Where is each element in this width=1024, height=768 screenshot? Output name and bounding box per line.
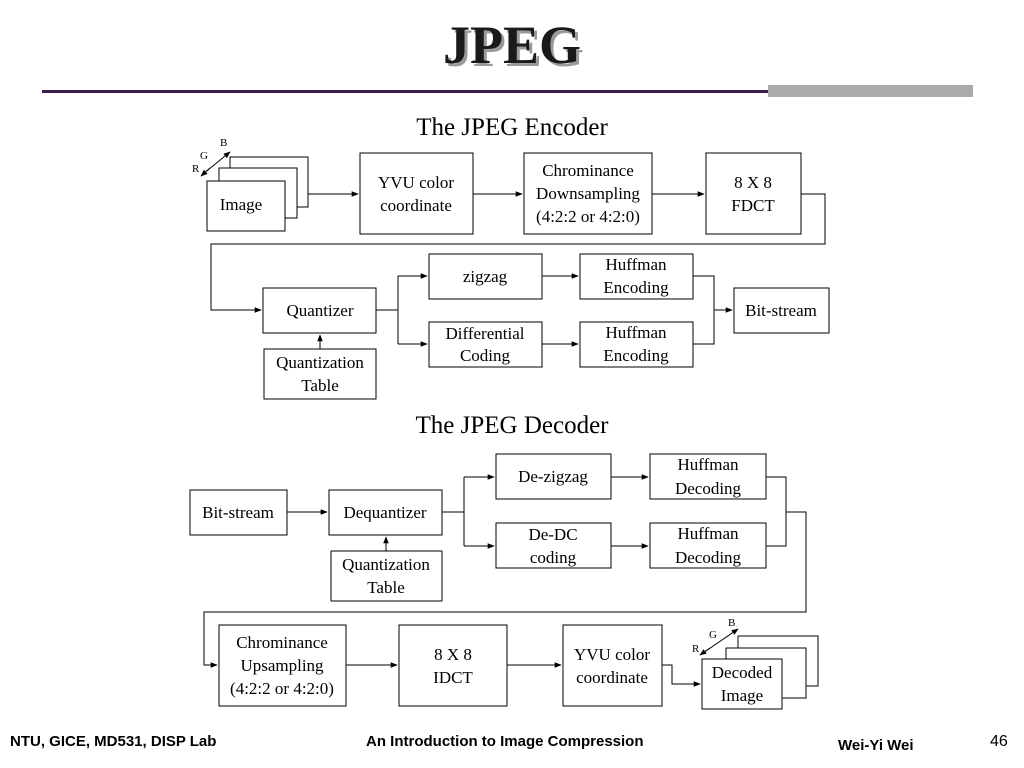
decoder-yvu-box bbox=[562, 624, 663, 707]
encoder-yvu-line1: YVU color bbox=[378, 173, 454, 192]
decoder-chroma-line3: (4:2:2 or 4:2:0) bbox=[230, 679, 334, 698]
encoder-huffman2-line2: Encoding bbox=[603, 346, 669, 365]
decoder-qtable-line1: Quantization bbox=[342, 555, 430, 574]
decoder-qtable-line2: Table bbox=[367, 578, 405, 597]
encoder-huffman2-line1: Huffman bbox=[605, 323, 667, 342]
encoder-differential-line1: Differential bbox=[446, 324, 525, 343]
decoder-yvu-line1: YVU color bbox=[574, 645, 650, 664]
title-accent-bar bbox=[768, 85, 973, 97]
encoder-zigzag-label: zigzag bbox=[463, 267, 508, 286]
decoder-huffman1-line1: Huffman bbox=[677, 455, 739, 474]
decoder-idct-line1: 8 X 8 bbox=[434, 645, 472, 664]
decoder-idct-box bbox=[398, 624, 508, 707]
encoder-fdct-line2: FDCT bbox=[731, 196, 775, 215]
decoder-dedc-box bbox=[495, 522, 612, 569]
arrow-huffman-to-upsampling bbox=[203, 511, 807, 668]
decoder-chroma-line1: Chrominance bbox=[236, 633, 328, 652]
decoder-decoded-line2: Image bbox=[721, 686, 763, 705]
decoder-bitstream-label: Bit-stream bbox=[202, 503, 274, 522]
decoder-qtable-box bbox=[330, 550, 443, 602]
decoder-dequantizer-box bbox=[328, 489, 443, 536]
arrow-fdct-to-quantizer bbox=[210, 193, 826, 313]
decoder-dedc-line1: De-DC bbox=[528, 525, 577, 544]
decoder-decoded-box bbox=[701, 658, 783, 710]
decoder-chroma-line2: Upsampling bbox=[240, 656, 324, 675]
encoder-qtable-box bbox=[263, 348, 377, 400]
decoder-chroma-box bbox=[218, 624, 347, 707]
encoder-bitstream-label: Bit-stream bbox=[745, 301, 817, 320]
decoder-dequantizer-label: Dequantizer bbox=[343, 503, 426, 522]
encoder-chroma-line3: (4:2:2 or 4:2:0) bbox=[536, 207, 640, 226]
encoder-yvu-box bbox=[359, 152, 474, 235]
decoder-huffman1-line2: Decoding bbox=[675, 479, 742, 498]
encoder-axis-g: G bbox=[200, 150, 208, 162]
encoder-fdct-line1: 8 X 8 bbox=[734, 173, 772, 192]
encoder-yvu-line2: coordinate bbox=[380, 196, 452, 215]
decoder-huffman2-box bbox=[649, 522, 767, 569]
encoder-qtable-line2: Table bbox=[301, 376, 339, 395]
encoder-chroma-line2: Downsampling bbox=[536, 184, 640, 203]
encoder-fdct-box bbox=[705, 152, 802, 235]
decoder-idct-line2: IDCT bbox=[433, 668, 473, 687]
decoder-decoded-line1: Decoded bbox=[712, 663, 773, 682]
decoder-huffman2-line2: Decoding bbox=[675, 548, 742, 567]
decoder-dezigzag-box bbox=[495, 453, 612, 500]
encoder-axis-b: B bbox=[220, 137, 227, 149]
footer-author: Wei-Yi Wei bbox=[838, 737, 914, 754]
decoder-heading: The JPEG Decoder bbox=[416, 412, 610, 439]
encoder-zigzag-box bbox=[428, 253, 543, 300]
decoder-yvu-line2: coordinate bbox=[576, 668, 648, 687]
decoder-axis-r: R bbox=[692, 643, 700, 655]
encoder-qtable-line1: Quantization bbox=[276, 353, 364, 372]
encoder-heading: The JPEG Encoder bbox=[416, 114, 608, 141]
decoder-bitstream-box bbox=[189, 489, 288, 536]
encoder-image-label: Image bbox=[220, 195, 262, 214]
encoder-huffman1-box bbox=[579, 253, 694, 300]
encoder-image-box bbox=[206, 180, 286, 232]
encoder-differential-line2: Coding bbox=[460, 346, 511, 365]
encoder-chroma-line1: Chrominance bbox=[542, 161, 634, 180]
title-rule bbox=[42, 90, 972, 93]
decoder-rgb-axes-icon: R G B bbox=[692, 617, 739, 656]
slide-title: JPEG bbox=[442, 15, 581, 75]
arrow-yvu-to-decoded bbox=[662, 664, 701, 687]
encoder-bitstream-box bbox=[733, 287, 830, 334]
decoder-merge-bracket bbox=[766, 476, 787, 547]
encoder-rgb-axes-icon: R G B bbox=[192, 137, 231, 177]
encoder-axis-r: R bbox=[192, 163, 200, 175]
footer-page-number: 46 bbox=[990, 733, 1008, 750]
encoder-quantizer-box bbox=[262, 287, 377, 334]
footer-lab: NTU, GICE, MD531, DISP Lab bbox=[10, 733, 217, 750]
footer-course-title: An Introduction to Image Compression bbox=[366, 733, 644, 750]
decoder-axis-b: B bbox=[728, 617, 735, 629]
decoder-dedc-line2: coding bbox=[530, 548, 577, 567]
decoder-huffman1-box bbox=[649, 453, 767, 500]
encoder-huffman1-line1: Huffman bbox=[605, 255, 667, 274]
decoder-dezigzag-label: De-zigzag bbox=[518, 467, 588, 486]
encoder-merge-bracket bbox=[693, 275, 715, 345]
decoder-axis-g: G bbox=[709, 629, 717, 641]
encoder-quantizer-label: Quantizer bbox=[286, 301, 353, 320]
encoder-huffman2-box bbox=[579, 321, 694, 368]
encoder-huffman1-line2: Encoding bbox=[603, 278, 669, 297]
encoder-differential-box bbox=[428, 321, 543, 368]
decoder-huffman2-line1: Huffman bbox=[677, 524, 739, 543]
